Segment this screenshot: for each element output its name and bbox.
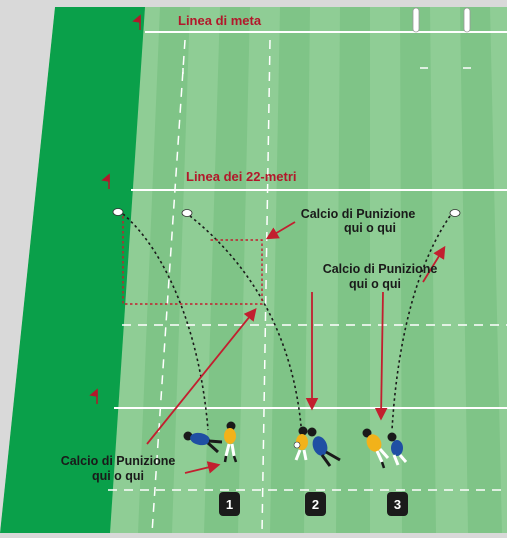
scenario-number-1: 1 <box>226 497 233 512</box>
ball-icon <box>113 209 123 216</box>
penalty-label-bottom-2: qui o qui <box>92 469 144 483</box>
goal-post-left <box>413 8 419 32</box>
scenario-badge-1: 1 <box>219 492 240 516</box>
penalty-label-top-2: qui o qui <box>344 221 396 235</box>
scenario-number-2: 2 <box>312 497 319 512</box>
goal-post-right <box>464 8 470 32</box>
ball-icon <box>294 442 300 448</box>
scenario-badge-2: 2 <box>305 492 326 516</box>
scenario-badge-3: 3 <box>387 492 408 516</box>
penalty-label-mid-1: Calcio di Punizione <box>323 262 438 276</box>
line-22-label: Linea dei 22-metri <box>186 169 297 184</box>
penalty-label-bottom-1: Calcio di Punizione <box>61 454 176 468</box>
penalty-label-mid-2: qui o qui <box>349 277 401 291</box>
ball-icon <box>450 210 460 217</box>
try-line-label: Linea di meta <box>178 13 262 28</box>
penalty-label-top-1: Calcio di Punizione <box>301 207 416 221</box>
scenario-number-3: 3 <box>394 497 401 512</box>
